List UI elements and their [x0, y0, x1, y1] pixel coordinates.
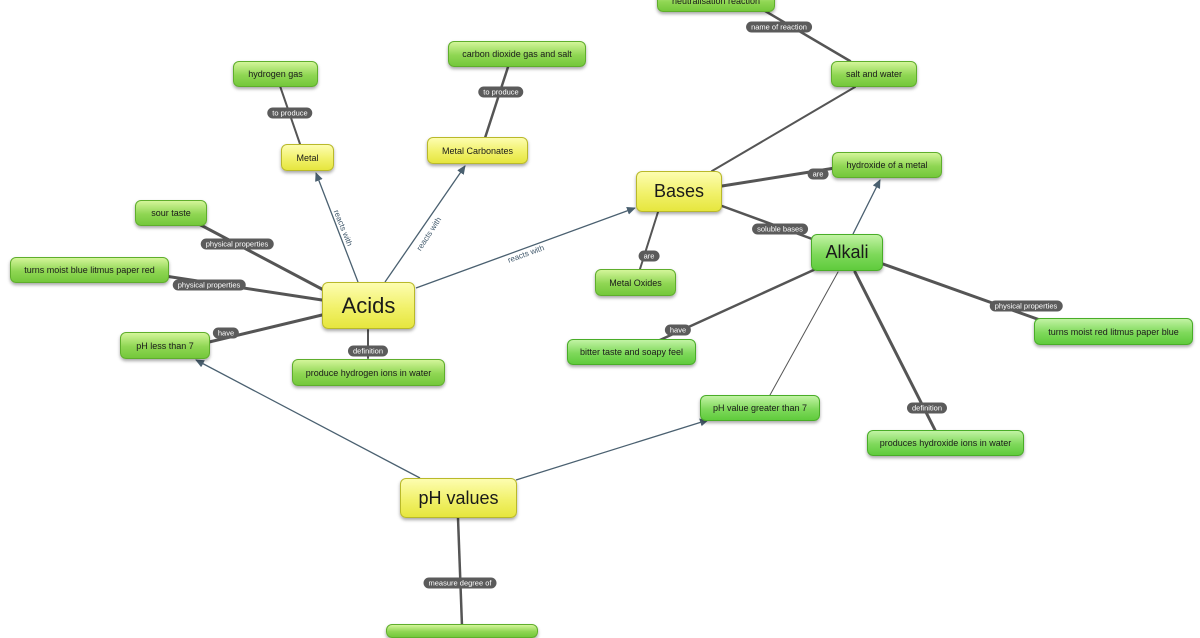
node-ph-less-than-7[interactable]: pH less than 7 — [120, 332, 210, 359]
edge-label-have: have — [664, 324, 692, 336]
node-hydrogen-gas[interactable]: hydrogen gas — [233, 61, 318, 87]
edge-label-physical-properties: physical properties — [200, 238, 274, 250]
edge-label-definition: definition — [906, 402, 948, 414]
edge-alkali-phgreater — [769, 271, 839, 396]
node-acidity-alkalinity[interactable] — [386, 624, 538, 638]
edge-label-name-of-reaction: name of reaction — [746, 21, 812, 33]
arrow-acids-carbonates — [384, 165, 466, 283]
arrow-acids-metal — [315, 172, 359, 283]
edge-label-are: are — [638, 250, 660, 262]
node-acids[interactable]: Acids — [322, 282, 415, 329]
node-hydroxide-of-a-metal[interactable]: hydroxide of a metal — [832, 152, 942, 178]
node-carbon-dioxide-gas-and-salt[interactable]: carbon dioxide gas and salt — [448, 41, 586, 67]
edge-label-are: are — [807, 168, 829, 180]
node-bitter-taste-soapy-feel[interactable]: bitter taste and soapy feel — [567, 339, 696, 365]
node-metal-carbonates[interactable]: Metal Carbonates — [427, 137, 528, 164]
arrow-alkali-hydroxide — [852, 179, 881, 235]
node-produces-hydroxide-ions[interactable]: produces hydroxide ions in water — [867, 430, 1024, 456]
node-ph-value-greater-than-7[interactable]: pH value greater than 7 — [700, 395, 820, 421]
node-produce-hydrogen-ions[interactable]: produce hydrogen ions in water — [292, 359, 445, 386]
edge-alkali-litmus — [881, 262, 1042, 322]
node-bases[interactable]: Bases — [636, 171, 722, 212]
edge-label-to-produce: to produce — [478, 86, 524, 98]
node-alkali[interactable]: Alkali — [811, 234, 883, 271]
edge-label-have: have — [212, 327, 240, 339]
arrow-phvalues-phgreater — [515, 418, 709, 481]
node-neutralisation-reaction[interactable]: neutralisation reaction — [657, 0, 775, 12]
arrow-phvalues-phless — [195, 359, 421, 479]
edge-label-soluble-bases: soluble bases — [752, 223, 808, 235]
arrow-acids-bases — [415, 206, 636, 289]
edge-carbonates-co2 — [483, 65, 510, 140]
node-metal[interactable]: Metal — [281, 144, 334, 171]
edge-label-to-produce: to produce — [267, 107, 313, 119]
edge-acids-sour — [193, 220, 337, 298]
edge-label-physical-properties: physical properties — [172, 279, 246, 291]
edge-label-measure-degree-of: measure degree of — [423, 577, 497, 589]
node-turns-moist-blue-litmus-red[interactable]: turns moist blue litmus paper red — [10, 257, 169, 283]
edge-saltwater-neutralisation — [758, 6, 852, 63]
edge-phvalues-measure — [456, 516, 464, 628]
node-metal-oxides[interactable]: Metal Oxides — [595, 269, 676, 296]
node-sour-taste[interactable]: sour taste — [135, 200, 207, 226]
edge-label-definition: definition — [347, 345, 389, 357]
edge-label-physical-properties: physical properties — [989, 300, 1063, 312]
edge-bases-saltwater — [711, 86, 856, 172]
node-salt-and-water[interactable]: salt and water — [831, 61, 917, 87]
node-turns-moist-red-litmus-blue[interactable]: turns moist red litmus paper blue — [1034, 318, 1193, 345]
node-ph-values[interactable]: pH values — [400, 478, 517, 518]
